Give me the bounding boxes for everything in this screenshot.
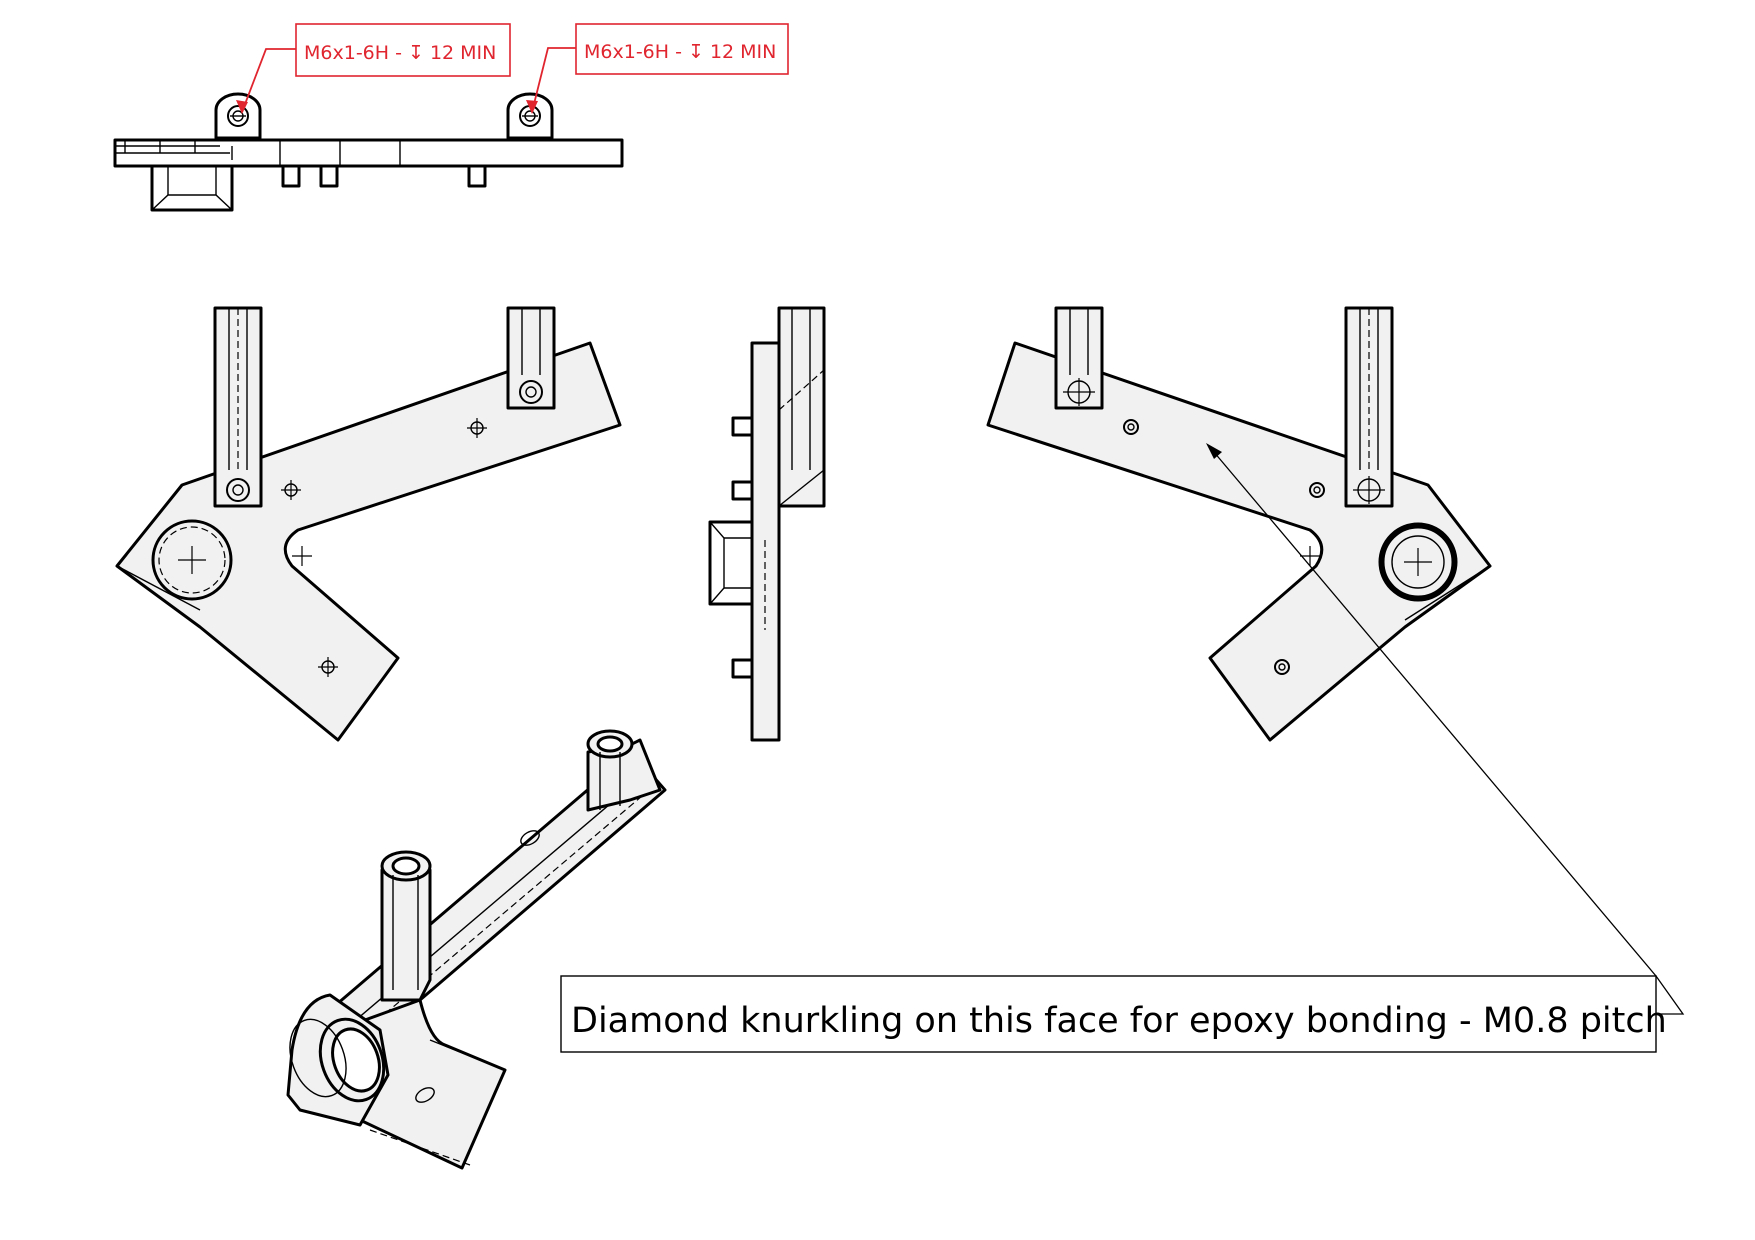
top-view-peg-3	[467, 164, 487, 188]
side-view	[708, 306, 826, 742]
thread-callout-right: M6x1-6H - ↧ 12 MIN	[526, 23, 789, 114]
side-view-boss	[708, 520, 754, 606]
front-view-rail-right	[506, 306, 556, 410]
thread-callout-left-text: M6x1-6H - ↧ 12 MIN	[304, 42, 496, 64]
thread-callout-right-text: M6x1-6H - ↧ 12 MIN	[584, 41, 776, 63]
back-view-hole-1	[1123, 419, 1139, 435]
back-view-hole-4	[1274, 659, 1290, 675]
front-view	[115, 306, 622, 742]
side-view-rail	[777, 306, 826, 508]
side-view-peg-3	[731, 658, 754, 679]
back-view-hole-2	[1309, 482, 1325, 498]
iso-tall-tube	[380, 868, 432, 1002]
top-view-boss	[150, 164, 234, 212]
front-view-hole-4	[318, 657, 338, 677]
front-view-hole-1	[281, 480, 301, 500]
top-view	[113, 92, 624, 212]
side-view-peg-1	[731, 416, 754, 437]
front-view-hole-2	[467, 418, 487, 438]
front-view-arm	[115, 341, 622, 742]
top-view-peg-2	[319, 164, 339, 188]
back-view	[986, 306, 1492, 742]
back-view-arm	[986, 341, 1492, 742]
front-view-hole-3	[292, 546, 312, 566]
side-view-peg-2	[731, 480, 754, 501]
knurling-note-text: Diamond knurkling on this face for epoxy…	[571, 1001, 1667, 1041]
isometric-view	[286, 729, 667, 1170]
iso-short-arm	[358, 998, 507, 1170]
knurling-note: Diamond knurkling on this face for epoxy…	[560, 443, 1685, 1053]
top-view-peg-1	[281, 164, 301, 188]
thread-callout-left: M6x1-6H - ↧ 12 MIN	[236, 23, 511, 114]
back-view-hole-3	[1300, 546, 1320, 566]
